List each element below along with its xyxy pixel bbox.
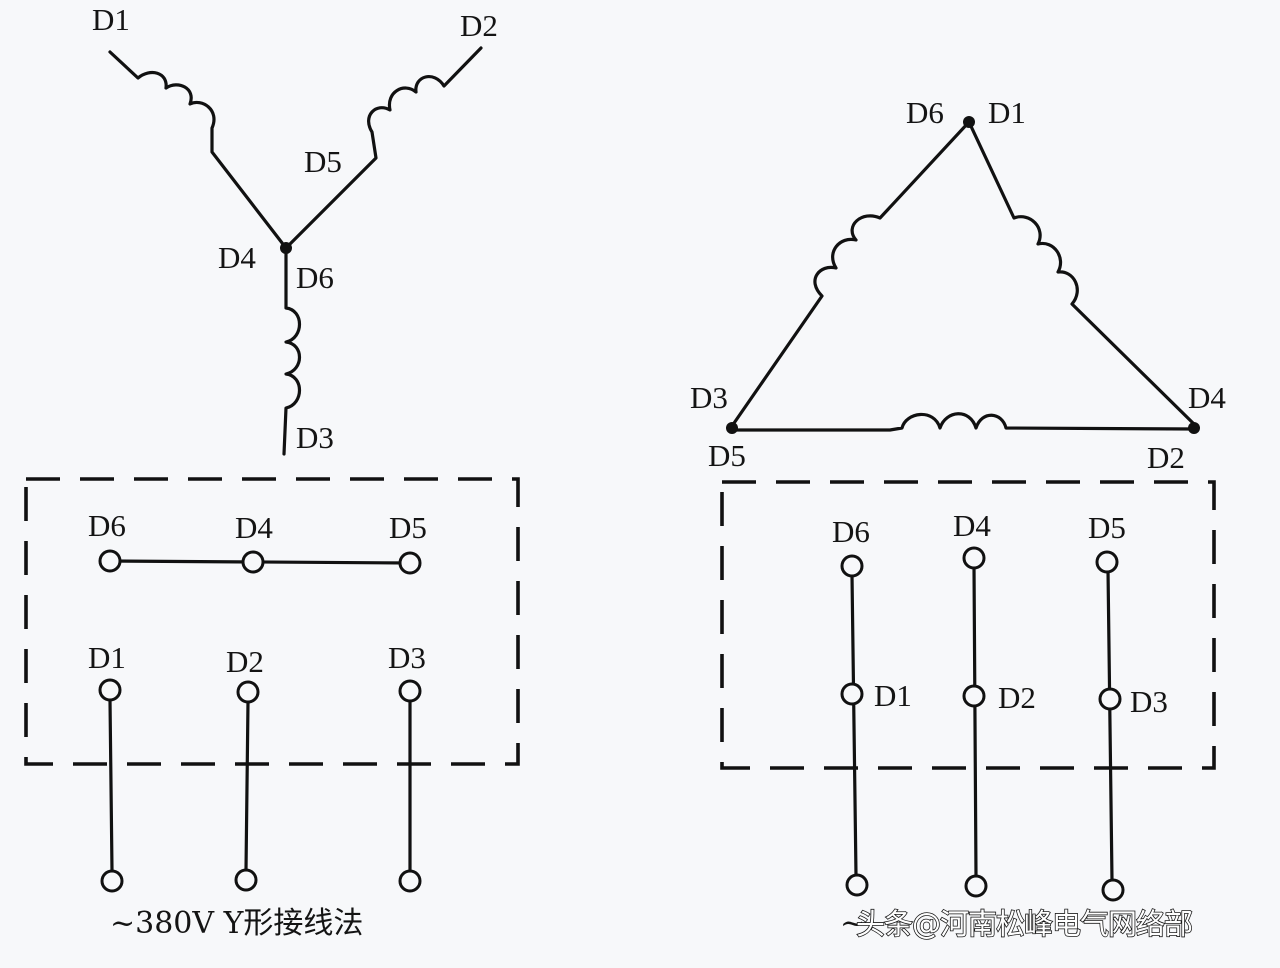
delta-supply-terminal-2 [964, 874, 988, 898]
star-supply-terminal-2 [234, 868, 258, 892]
delta-link-d5-d3 [1106, 568, 1114, 882]
star-label-d4: D4 [218, 240, 256, 275]
delta-connection: D6 D1 D3 D5 D4 D2 D6 D4 D5 D1 D2 D3 ~ [690, 95, 1226, 941]
star-box-label-d2: D2 [226, 644, 264, 679]
delta-coil-left [730, 120, 971, 428]
delta-terminal-d6 [840, 554, 864, 578]
delta-terminal-d3 [1098, 687, 1122, 711]
winding-coil-d1 [108, 50, 288, 250]
star-neutral-node [280, 242, 292, 254]
delta-label-top-d1: D1 [988, 95, 1026, 130]
delta-box-label-d2: D2 [998, 680, 1036, 715]
delta-terminal-d1 [840, 682, 864, 706]
star-box-label-d1: D1 [88, 640, 126, 675]
delta-label-top-d6: D6 [906, 95, 944, 130]
star-label-d5: D5 [304, 144, 342, 179]
star-supply-terminal-3 [398, 869, 422, 893]
delta-terminal-d4 [962, 546, 986, 570]
delta-node-left [726, 422, 738, 434]
star-box-label-d5: D5 [389, 510, 427, 545]
star-terminal-d5 [398, 551, 422, 575]
star-terminal-d4 [241, 550, 265, 574]
delta-supply-terminal-3 [1101, 878, 1125, 902]
delta-supply-terminal-1 [845, 873, 869, 897]
winding-coil-d2 [284, 46, 483, 250]
delta-link-d4-d2 [972, 564, 978, 878]
star-label-d3: D3 [296, 420, 334, 455]
delta-box-label-d3: D3 [1130, 684, 1168, 719]
delta-label-d2: D2 [1147, 440, 1185, 475]
star-label-d2: D2 [460, 8, 498, 43]
star-caption: ~380V Y形接线法 [110, 906, 363, 941]
star-lead-d1 [108, 698, 114, 872]
star-box-label-d6: D6 [88, 508, 126, 543]
delta-label-d3: D3 [690, 380, 728, 415]
star-connection: D1 D2 D5 D4 D6 D3 D6 D4 D5 D1 D2 D3 ~380… [24, 2, 520, 941]
star-terminal-box [24, 477, 520, 766]
delta-link-d6-d1 [850, 573, 858, 877]
delta-box-label-d4: D4 [953, 508, 991, 543]
watermark: 头条@河南松峰电气网络部 [856, 907, 1192, 941]
delta-box-label-d1: D1 [874, 678, 912, 713]
delta-box-label-d6: D6 [832, 514, 870, 549]
delta-coil-right [967, 120, 1198, 428]
star-supply-terminal-1 [100, 869, 124, 893]
star-box-label-d4: D4 [235, 510, 273, 545]
delta-label-d5: D5 [708, 438, 746, 473]
star-box-label-d3: D3 [388, 640, 426, 675]
star-label-d1: D1 [92, 2, 130, 37]
star-terminal-d1 [98, 678, 122, 702]
star-label-d6: D6 [296, 260, 334, 295]
star-terminal-d2 [236, 680, 260, 704]
star-lead-d2 [244, 700, 250, 872]
star-terminal-d6 [98, 549, 122, 573]
star-terminal-d3 [398, 679, 422, 703]
delta-node-top [963, 116, 975, 128]
delta-caption-partial: ~ [840, 906, 865, 941]
winding-coil-d3 [282, 246, 302, 456]
delta-coil-bottom [730, 412, 1198, 432]
delta-terminal-d2 [962, 684, 986, 708]
delta-terminal-d5 [1095, 550, 1119, 574]
delta-terminal-box [720, 480, 1216, 770]
delta-box-label-d5: D5 [1088, 510, 1126, 545]
delta-node-right [1188, 422, 1200, 434]
delta-label-d4: D4 [1188, 380, 1226, 415]
